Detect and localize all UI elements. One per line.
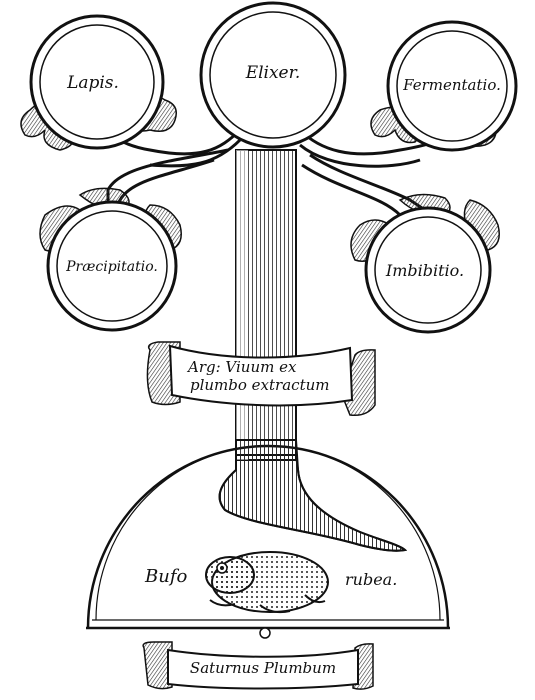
toad-icon: [205, 551, 329, 614]
medallion-praecipitatio: Præcipitatio.: [46, 200, 178, 332]
medallion-elixer: Elixer.: [199, 1, 347, 149]
fermentatio-label: Fermentatio.: [402, 76, 501, 94]
scroll-banner-icon: Arg: Viuum ex plumbo extractum: [146, 341, 376, 417]
bottom-scroll-label: Saturnus Plumbum: [190, 659, 336, 677]
imbibitio-label: Imbibitio.: [385, 261, 464, 280]
medallion-imbibitio: Imbibitio.: [364, 206, 492, 334]
lapis-label: Lapis.: [66, 73, 119, 93]
banner-line-1: Arg: Viuum ex: [186, 358, 297, 376]
spout-foreground: [218, 439, 408, 552]
dome-left-word: Bufo: [144, 566, 187, 587]
praecipitatio-label: Præcipitatio.: [65, 259, 158, 275]
vine-branches: [93, 119, 452, 217]
scroll-banner-icon: Saturnus Plumbum: [142, 641, 374, 690]
elixer-label: Elixer.: [245, 63, 301, 83]
medallion-fermentatio: Fermentatio.: [386, 20, 518, 152]
banner-line-2: plumbo extractum: [190, 376, 329, 394]
medallion-lapis: Lapis.: [29, 14, 165, 150]
dome-right-word: rubea.: [345, 570, 397, 589]
